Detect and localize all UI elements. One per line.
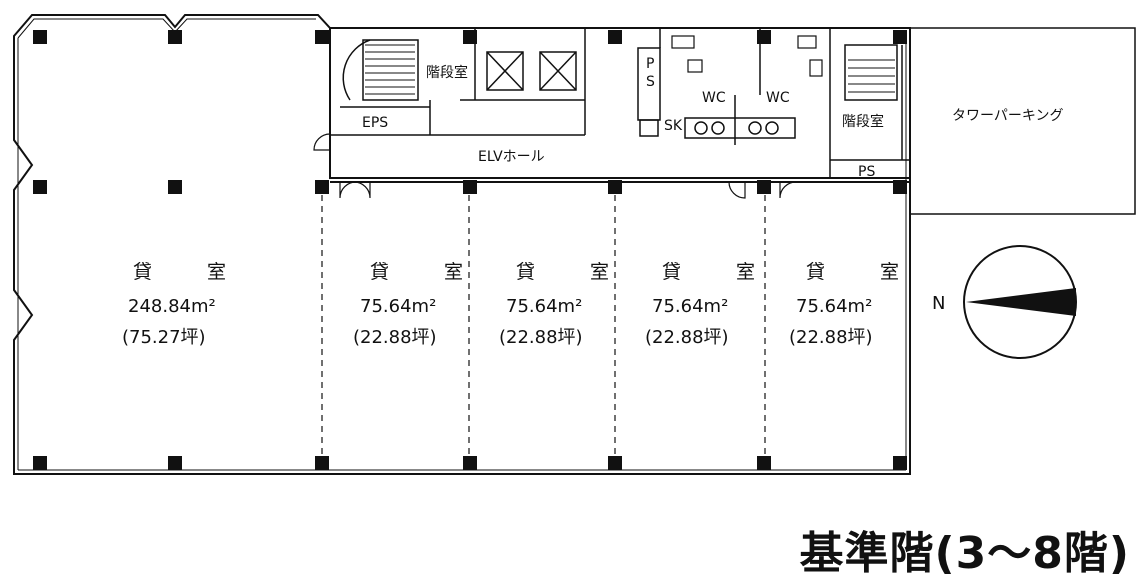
ps-label-top-1: P xyxy=(646,56,654,72)
svg-text:(22.88坪): (22.88坪) xyxy=(499,327,583,348)
tenant-room-3: 貸 室 75.64m² (22.88坪) xyxy=(499,261,627,348)
building-outline xyxy=(13,14,911,475)
svg-text:(22.88坪): (22.88坪) xyxy=(645,327,729,348)
stair-label-right: 階段室 xyxy=(842,113,884,130)
svg-text:貸 室: 貸 室 xyxy=(516,261,627,283)
tenant-room-5: 貸 室 75.64m² (22.88坪) xyxy=(789,261,917,348)
tenant-room-1: 貸 室 248.84m² (75.27坪) xyxy=(122,261,244,348)
svg-text:(22.88坪): (22.88坪) xyxy=(353,327,437,348)
svg-text:248.84m²: 248.84m² xyxy=(128,296,216,317)
wc-label-left: WC xyxy=(702,90,726,106)
sink-icon xyxy=(694,121,779,135)
elv-hall-label: ELVホール xyxy=(478,149,545,165)
toilet-icon xyxy=(671,35,823,77)
svg-text:75.64m²: 75.64m² xyxy=(652,296,728,317)
eps-label: EPS xyxy=(362,115,388,131)
door-icon xyxy=(313,133,797,199)
compass-icon xyxy=(963,245,1077,359)
right-stair-treads xyxy=(848,59,895,93)
svg-text:貸 室: 貸 室 xyxy=(133,261,244,283)
ps-label-bottom: PS xyxy=(858,164,875,180)
structural-columns xyxy=(33,30,907,470)
floor-title: 基準階(3〜8階) xyxy=(799,528,1130,579)
left-stair-treads xyxy=(365,44,415,95)
tenant-room-4: 貸 室 75.64m² (22.88坪) xyxy=(645,261,773,348)
tenant-room-2: 貸 室 75.64m² (22.88坪) xyxy=(353,261,481,348)
svg-text:(22.88坪): (22.88坪) xyxy=(789,327,873,348)
tower-parking-label: タワーパーキング xyxy=(952,108,1063,124)
svg-text:75.64m²: 75.64m² xyxy=(360,296,436,317)
svg-text:(75.27坪): (75.27坪) xyxy=(122,327,206,348)
north-label: N xyxy=(932,293,945,314)
svg-text:75.64m²: 75.64m² xyxy=(796,296,872,317)
svg-text:貸 室: 貸 室 xyxy=(662,261,773,283)
stair-label-left: 階段室 xyxy=(426,64,468,81)
tower-parking xyxy=(909,27,1136,215)
wc-label-right: WC xyxy=(766,90,790,106)
svg-text:貸 室: 貸 室 xyxy=(806,261,917,283)
svg-text:75.64m²: 75.64m² xyxy=(506,296,582,317)
sk-label: SK xyxy=(664,118,683,134)
partition-lines xyxy=(321,195,766,462)
elevator-icon xyxy=(486,51,577,91)
svg-text:貸 室: 貸 室 xyxy=(370,261,481,283)
ps-label-top-2: S xyxy=(646,74,655,90)
